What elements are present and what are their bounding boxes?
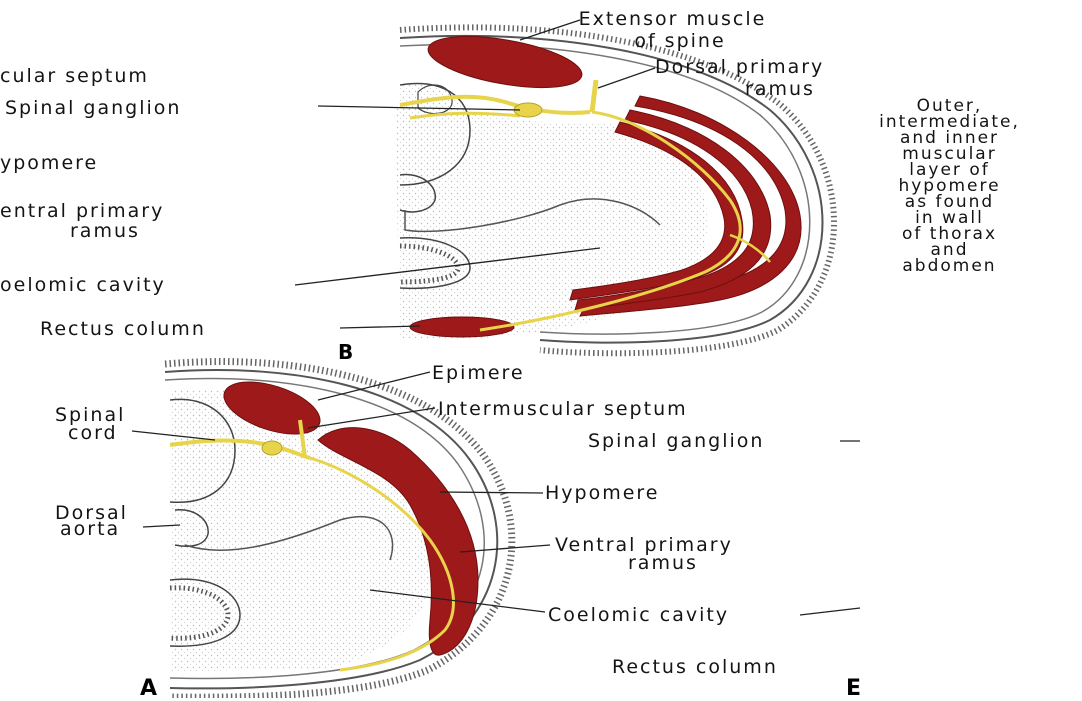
label-a-rectus-column: Rectus column: [612, 656, 778, 678]
label-outer-intermediate-block: Outer,intermediate,and innermuscularlaye…: [822, 98, 1077, 274]
label-b-ventral-ramus: ramus: [70, 220, 140, 242]
label-b-rectus-column: Rectus column: [40, 318, 206, 340]
label-b-hypomere: ypomere: [0, 152, 98, 174]
label-a-ventral-ramus: ramus: [628, 552, 698, 574]
panel-b-letter: B: [338, 340, 353, 364]
label-cord: cord: [68, 422, 118, 444]
leader-a-coelomic-right: [800, 608, 860, 615]
label-outer-line: abdomen: [822, 258, 1077, 274]
label-aorta: aorta: [60, 518, 120, 540]
label-b-coelomic-cavity: oelomic cavity: [0, 274, 166, 296]
label-extensor-muscle: Extensor muscle: [500, 8, 845, 30]
panel-a-spinal-ganglion: [262, 441, 282, 455]
label-dorsal-primary: Dorsal primary: [655, 56, 824, 78]
label-a-spinal-ganglion: Spinal ganglion: [588, 430, 764, 452]
label-a-hypomere: Hypomere: [545, 482, 660, 504]
label-b-ventral-primary: entral primary: [0, 200, 164, 222]
label-b-dorsal-ramus: ramus: [745, 78, 815, 100]
leader-b-dorsal-ramus: [598, 68, 655, 88]
label-a-coelomic-cavity: Coelomic cavity: [548, 604, 729, 626]
leader-a-hypomere: [440, 492, 543, 493]
label-b-spinal-ganglion: Spinal ganglion: [5, 97, 181, 119]
label-of-spine: of spine: [590, 30, 770, 52]
panel-a-letter: A: [140, 676, 157, 701]
label-a-intermuscular-septum: Intermuscular septum: [438, 398, 688, 420]
label-epimere: Epimere: [432, 362, 525, 384]
label-b-intermuscular-septum: cular septum: [0, 65, 149, 87]
panel-b-dorsal-ramus: [592, 80, 596, 112]
corner-letter: E: [846, 676, 861, 701]
